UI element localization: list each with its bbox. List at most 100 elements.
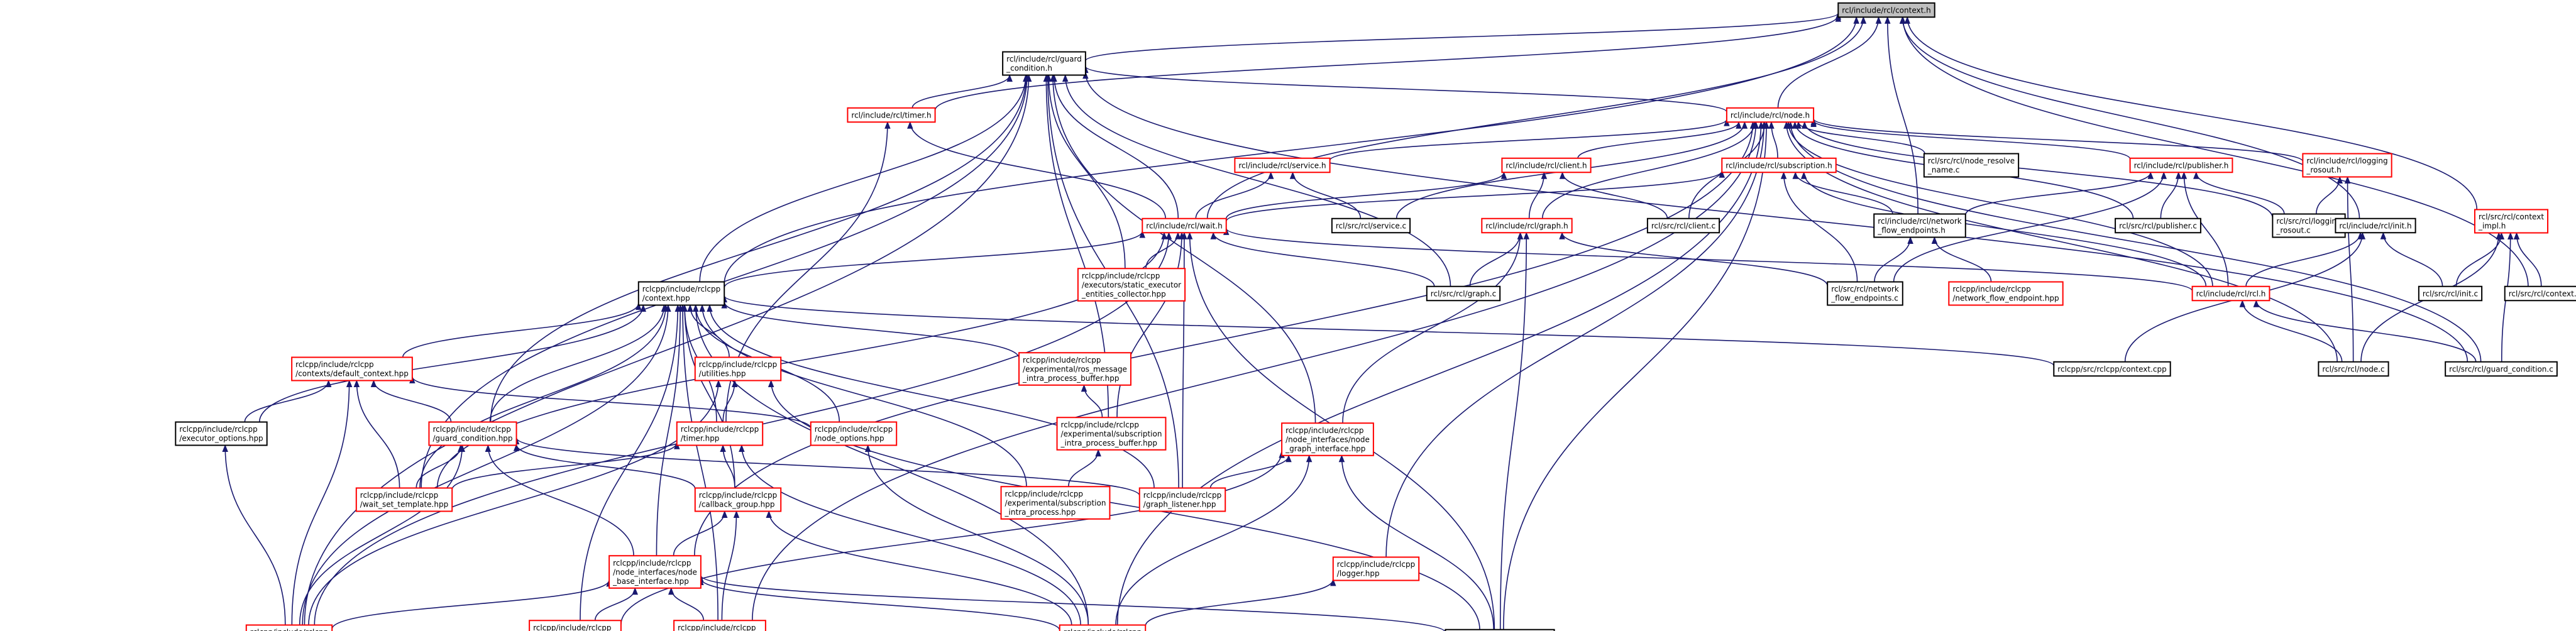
graph-node-init-h[interactable]: rcl/include/rcl/init.h xyxy=(2335,217,2416,234)
graph-node-label: rclcpp/include/rclcpp xyxy=(1023,356,1101,365)
graph-node-ctx-hpp[interactable]: rclcpp/include/rclcpp/context.hpp xyxy=(637,281,725,306)
graph-node-label: rclcpp/include/rclcpp xyxy=(681,425,759,434)
graph-node-node-h[interactable]: rcl/include/rcl/node.h xyxy=(1726,107,1815,123)
graph-node-client-cpp[interactable]: rclcpp/src/rclcpp/client.cpp xyxy=(1445,628,1555,631)
graph-node-box xyxy=(694,487,782,512)
graph-node-timer-hpp[interactable]: rclcpp/include/rclcpp/timer.hpp xyxy=(676,421,764,446)
graph-node-node-opts[interactable]: rclcpp/include/rclcpp/node_options.hpp xyxy=(810,421,898,446)
graph-node-rcl-h[interactable]: rcl/include/rcl/rcl.h xyxy=(2191,285,2271,302)
graph-node-service-c[interactable]: rcl/src/rcl/service.c xyxy=(1331,217,1411,234)
graph-edge xyxy=(1342,231,1524,424)
graph-node-sub-ip[interactable]: rclcpp/include/rclcpp/experimental/subsc… xyxy=(1000,486,1111,520)
graph-node-guard-c[interactable]: rcl/src/rcl/guard_condition.c xyxy=(2445,361,2558,377)
graph-node-box xyxy=(810,421,898,446)
graph-node-box xyxy=(355,487,453,512)
graph-node-wait-set-tmpl[interactable]: rclcpp/include/rclcpp/wait_set_template.… xyxy=(355,487,453,512)
graph-edge xyxy=(2513,232,2542,287)
graph-node-node-base[interactable]: rclcpp/include/rclcpp/node_interfaces/no… xyxy=(673,620,766,631)
graph-edge xyxy=(1800,171,2207,287)
graph-edge xyxy=(1874,236,1913,282)
graph-edge xyxy=(1289,171,1362,219)
graph-node-timer-h[interactable]: rcl/include/rcl/timer.h xyxy=(847,107,936,123)
graph-edge xyxy=(2315,176,2343,214)
graph-edge xyxy=(724,230,1146,288)
graph-node-init-c[interactable]: rcl/src/rcl/init.c xyxy=(2418,285,2483,302)
graph-node-netflow-h[interactable]: rcl/include/rcl/network_flow_endpoints.h xyxy=(1873,213,1966,238)
graph-node-static-exec[interactable]: rclcpp/include/rclcpp/executors/static_e… xyxy=(1077,268,1186,302)
graph-node-label: rcl/include/rcl/wait.h xyxy=(1146,221,1222,230)
graph-node-label: rcl/include/rcl/context.h xyxy=(1842,6,1930,14)
graph-node-node-graph-if[interactable]: rclcpp/include/rclcpp/node_interfaces/no… xyxy=(1281,422,1374,456)
graph-node-wait-h[interactable]: rcl/include/rcl/wait.h xyxy=(1142,217,1227,234)
graph-node-guard-h[interactable]: rcl/include/rcl/guard_condition.h xyxy=(1002,51,1086,76)
graph-node-graph-h[interactable]: rcl/include/rcl/graph.h xyxy=(1481,217,1573,234)
graph-node-netflow-hpp[interactable]: rclcpp/include/rclcpp/network_flow_endpo… xyxy=(1948,281,2064,306)
graph-node-label: rcl/src/rcl/publisher.c xyxy=(2119,221,2197,230)
graph-node-netflow-c[interactable]: rcl/src/rcl/network_flow_endpoints.c xyxy=(1827,281,1903,306)
graph-node-box xyxy=(694,356,782,381)
graph-edge xyxy=(580,304,681,621)
graph-edge xyxy=(1195,171,1274,219)
graph-node-box xyxy=(1426,285,1501,302)
graph-edge xyxy=(911,74,1013,108)
graph-node-box xyxy=(1142,217,1227,234)
graph-node-ctx-cpp[interactable]: rclcpp/src/rclcpp/context.cpp xyxy=(2053,361,2171,377)
graph-node-client-c[interactable]: rcl/src/rcl/client.c xyxy=(1646,217,1720,234)
graph-node-label: rclcpp/include/rclcpp xyxy=(179,425,257,434)
graph-node-node-c[interactable]: rcl/src/rcl/node.c xyxy=(2318,361,2389,377)
graph-node-label: _rosout.c xyxy=(2276,226,2310,235)
graph-node-node-hpp[interactable]: rclcpp/include/rclcpp/node.hpp xyxy=(1059,624,1147,631)
graph-node-pub-c[interactable]: rcl/src/rcl/publisher.c xyxy=(2115,217,2201,234)
graph-node-service-h[interactable]: rcl/include/rcl/service.h xyxy=(1234,157,1331,173)
graph-node-context-c[interactable]: rcl/src/rcl/context.c xyxy=(2504,285,2576,302)
graph-node-log-rosout-h[interactable]: rcl/include/rcl/logging_rosout.h xyxy=(2302,153,2392,178)
graph-node-label: rcl/src/rcl/service.c xyxy=(1336,221,1406,230)
graph-node-label: rclcpp/include/rclcpp xyxy=(699,360,777,369)
graph-edge xyxy=(668,587,705,621)
graph-node-log-rosout-c[interactable]: rcl/src/rcl/logging_rosout.c xyxy=(2272,213,2346,238)
graph-node-label: rclcpp/include/rclcpp xyxy=(1064,628,1142,631)
graph-node-executor-hpp[interactable]: rclcpp/include/rclcpp/executor.hpp xyxy=(245,624,333,631)
graph-node-label: rcl/include/rcl/logging xyxy=(2306,156,2387,165)
graph-edge xyxy=(1085,12,1842,62)
graph-edge xyxy=(1577,121,1742,159)
graph-edge xyxy=(304,74,1032,625)
graph-node-guard-hpp[interactable]: rclcpp/include/rclcpp/guard_condition.hp… xyxy=(428,421,517,446)
graph-node-node-graph[interactable]: rclcpp/include/rclcpp/node_interfaces/no… xyxy=(529,620,622,631)
graph-node-label: rcl/src/rcl/init.c xyxy=(2423,289,2478,298)
graph-node-default-ctx[interactable]: rclcpp/include/rclcpp/contexts/default_c… xyxy=(291,356,413,381)
graph-node-node-resolve-c[interactable]: rcl/src/rcl/node_resolve_name.c xyxy=(1923,153,2020,178)
graph-edge xyxy=(513,443,696,490)
graph-node-ctx-impl-h[interactable]: rcl/src/rcl/context_impl.h xyxy=(2474,209,2549,234)
graph-edge xyxy=(1931,236,1992,282)
graph-node-sub-ipb[interactable]: rclcpp/include/rclcpp/experimental/subsc… xyxy=(1056,417,1167,451)
graph-node-client-h[interactable]: rcl/include/rcl/client.h xyxy=(1501,157,1592,173)
graph-node-sub-h[interactable]: rcl/include/rcl/subscription.h xyxy=(1721,157,1837,173)
graph-node-utilities-hpp[interactable]: rclcpp/include/rclcpp/utilities.hpp xyxy=(694,356,782,381)
graph-edge xyxy=(1884,16,1918,214)
graph-edge xyxy=(1210,231,1435,287)
graph-node-cb-group[interactable]: rclcpp/include/rclcpp/callback_group.hpp xyxy=(694,487,782,512)
graph-edge xyxy=(1209,454,1292,488)
graph-node-box xyxy=(2272,213,2346,238)
graph-edge xyxy=(1081,384,1103,418)
graph-node-box xyxy=(529,620,622,631)
graph-node-graph-listener[interactable]: rclcpp/include/rclcpp/graph_listener.hpp xyxy=(1138,487,1226,512)
graph-node-label: rclcpp/include/rclcpp xyxy=(613,559,691,568)
graph-node-exec-opts[interactable]: rclcpp/include/rclcpp/executor_options.h… xyxy=(175,421,268,446)
graph-node-logger-hpp[interactable]: rclcpp/include/rclcpp/logger.hpp xyxy=(1332,556,1420,581)
graph-node-label: rcl/src/rcl/context xyxy=(2479,212,2544,221)
graph-edge xyxy=(1145,231,1181,269)
graph-node-box xyxy=(1726,107,1815,123)
graph-node-ros-msg-ipb[interactable]: rclcpp/include/rclcpp/experimental/ros_m… xyxy=(1018,352,1131,386)
graph-node-label: _flow_endpoints.h xyxy=(1877,226,1946,235)
graph-node-label: rclcpp/include/rclcpp xyxy=(678,623,756,631)
graph-node-graph-c[interactable]: rcl/src/rcl/graph.c xyxy=(1426,285,1501,302)
graph-node-box xyxy=(2191,285,2271,302)
graph-edge xyxy=(1893,171,2167,282)
graph-edge xyxy=(2455,232,2505,287)
graph-node-node-base-if[interactable]: rclcpp/include/rclcpp/node_interfaces/no… xyxy=(608,555,702,589)
graph-edge xyxy=(2181,171,2229,287)
graph-node-pub-h[interactable]: rcl/include/rcl/publisher.h xyxy=(2129,157,2233,173)
graph-edge xyxy=(2193,171,2285,214)
